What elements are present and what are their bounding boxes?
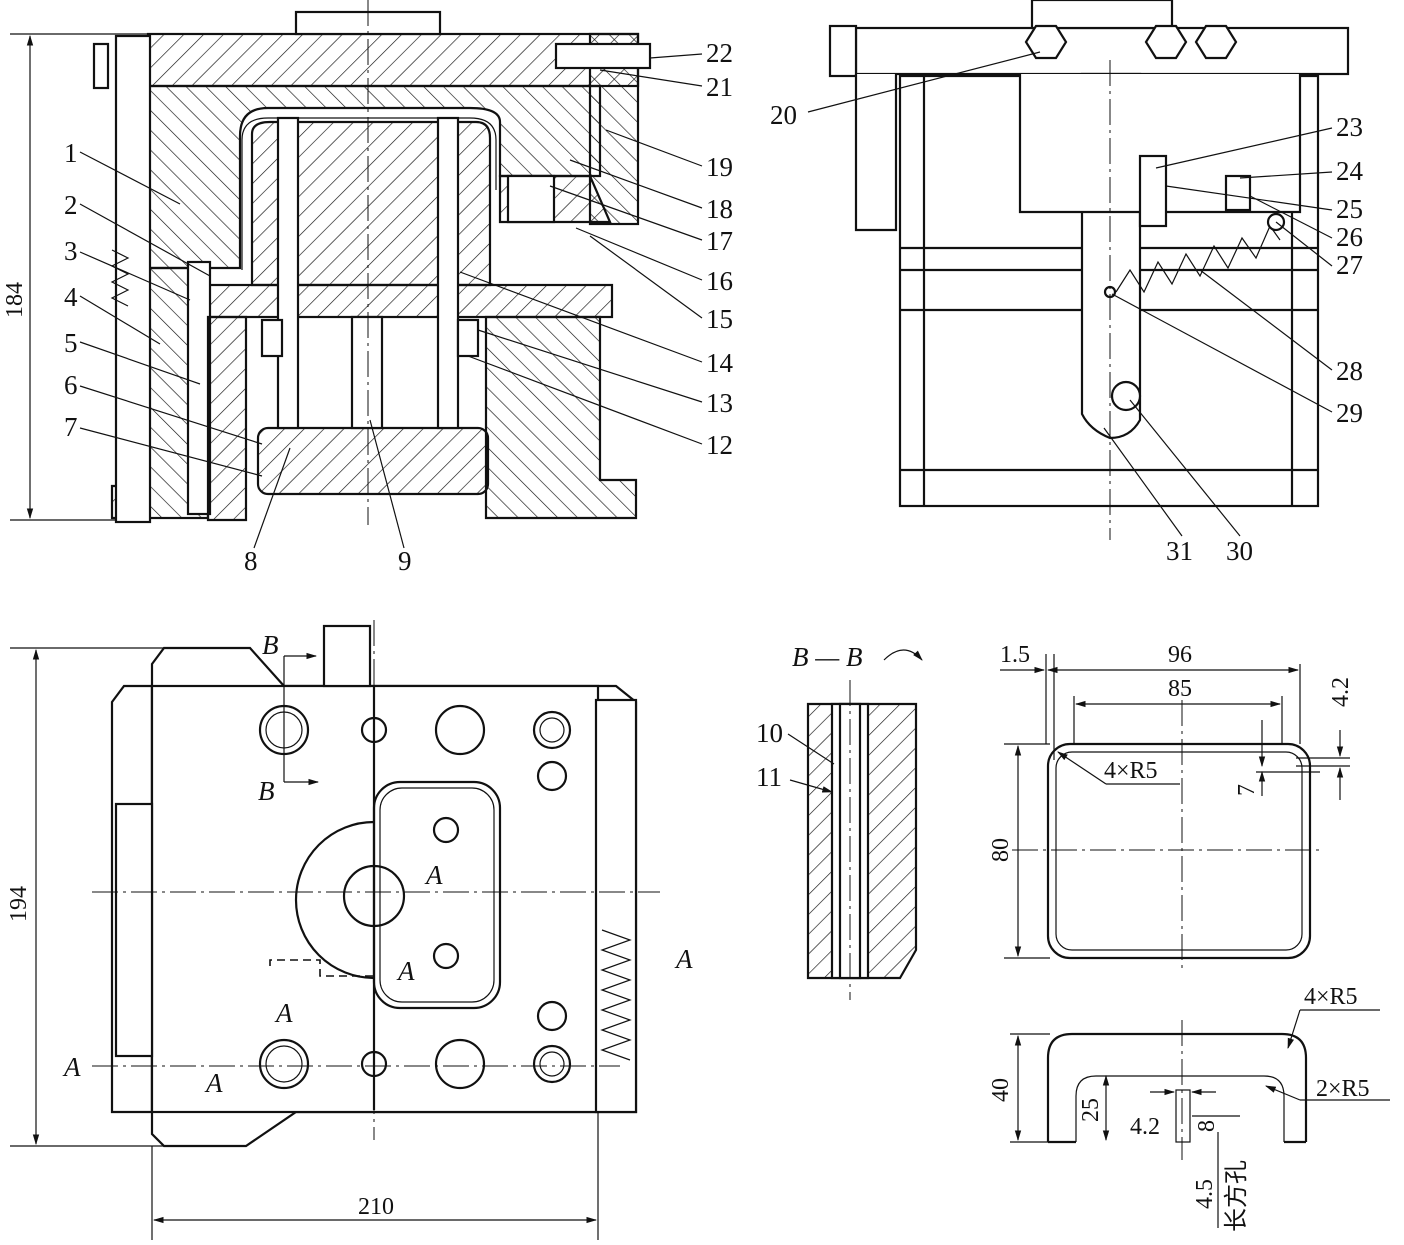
dim-2xr5-text: 2×R5 [1316,1076,1370,1102]
dim-85-text: 85 [1168,676,1192,702]
label-29: 29 [1336,398,1363,428]
dim-7-text: 7 [1234,784,1260,796]
dim-4xr5-top-text: 4×R5 [1104,758,1158,784]
label-26: 26 [1336,222,1363,252]
part-top-view: 96 1.5 85 4.2 7 80 4×R5 [988,642,1354,970]
label-25: 25 [1336,194,1363,224]
label-30: 30 [1226,536,1253,566]
label-1: 1 [64,138,78,168]
section-b-upper: B [262,630,279,660]
section-a-1: A [424,860,443,890]
label-22: 22 [706,38,733,68]
dim-96-text: 96 [1168,642,1192,668]
dim-hole-4-2-text: 4.2 [1130,1114,1160,1140]
label-6: 6 [64,370,78,400]
dim-4-5-text: 4.5 [1192,1179,1218,1209]
label-13: 13 [706,388,733,418]
dim-80-text: 80 [988,838,1014,862]
section-a-3: A [274,998,293,1028]
section-a-2: A [396,956,415,986]
label-12: 12 [706,430,733,460]
dim-210-text: 210 [358,1194,394,1220]
dim-4-2-text: 4.2 [1328,677,1354,707]
section-bb-title: B — B [792,642,863,672]
dimension-194: 194 [6,647,164,1147]
section-bb-view: B — B 10 11 [756,642,923,1000]
label-5: 5 [64,328,78,358]
dim-25-text: 25 [1078,1098,1104,1122]
section-a-6: A [674,944,693,974]
label-3: 3 [64,236,78,266]
label-2: 2 [64,190,78,220]
dim-40-text: 40 [988,1078,1014,1102]
label-17: 17 [706,226,733,256]
plan-view-marks: B B A A A A A A [62,630,693,1098]
label-27: 27 [1336,250,1363,280]
label-11: 11 [756,762,782,792]
front-section-view [92,0,652,525]
dimension-184: 184 [2,33,150,521]
front-view-labels: 1 2 3 4 5 6 7 8 9 12 13 14 15 16 17 18 1… [64,38,734,576]
dim-8-text: 8 [1194,1120,1220,1132]
label-31: 31 [1166,536,1193,566]
label-8: 8 [244,546,258,576]
bolt-holes [258,704,572,1090]
label-7: 7 [64,412,78,442]
side-view-labels: 20 23 24 25 26 27 28 29 30 31 [770,51,1364,566]
label-9: 9 [398,546,412,576]
dim-1-5-text: 1.5 [1000,642,1030,668]
slot-hole-note: 长方孔 [1222,1160,1250,1232]
label-4: 4 [64,282,78,312]
label-16: 16 [706,266,733,296]
hex-bolt-icon [1024,24,1068,60]
label-20: 20 [770,100,797,130]
label-19: 19 [706,152,733,182]
label-24: 24 [1336,156,1364,186]
dim-194-text: 194 [6,886,32,922]
plan-view [92,620,660,1148]
label-10: 10 [756,718,783,748]
part-side-view: 40 25 4.2 8 4.5 长方孔 4×R5 2×R5 [988,984,1390,1232]
label-23: 23 [1336,112,1363,142]
label-15: 15 [706,304,733,334]
label-14: 14 [706,348,734,378]
section-a-4: A [204,1068,223,1098]
side-view [828,0,1350,540]
section-a-5: A [62,1052,81,1082]
dim-184-text: 184 [2,282,28,318]
section-b-lower: B [258,776,275,806]
dimension-210: 210 [151,1112,599,1240]
label-28: 28 [1336,356,1363,386]
label-18: 18 [706,194,733,224]
dim-4xr5-side-text: 4×R5 [1304,984,1358,1010]
label-21: 21 [706,72,733,102]
